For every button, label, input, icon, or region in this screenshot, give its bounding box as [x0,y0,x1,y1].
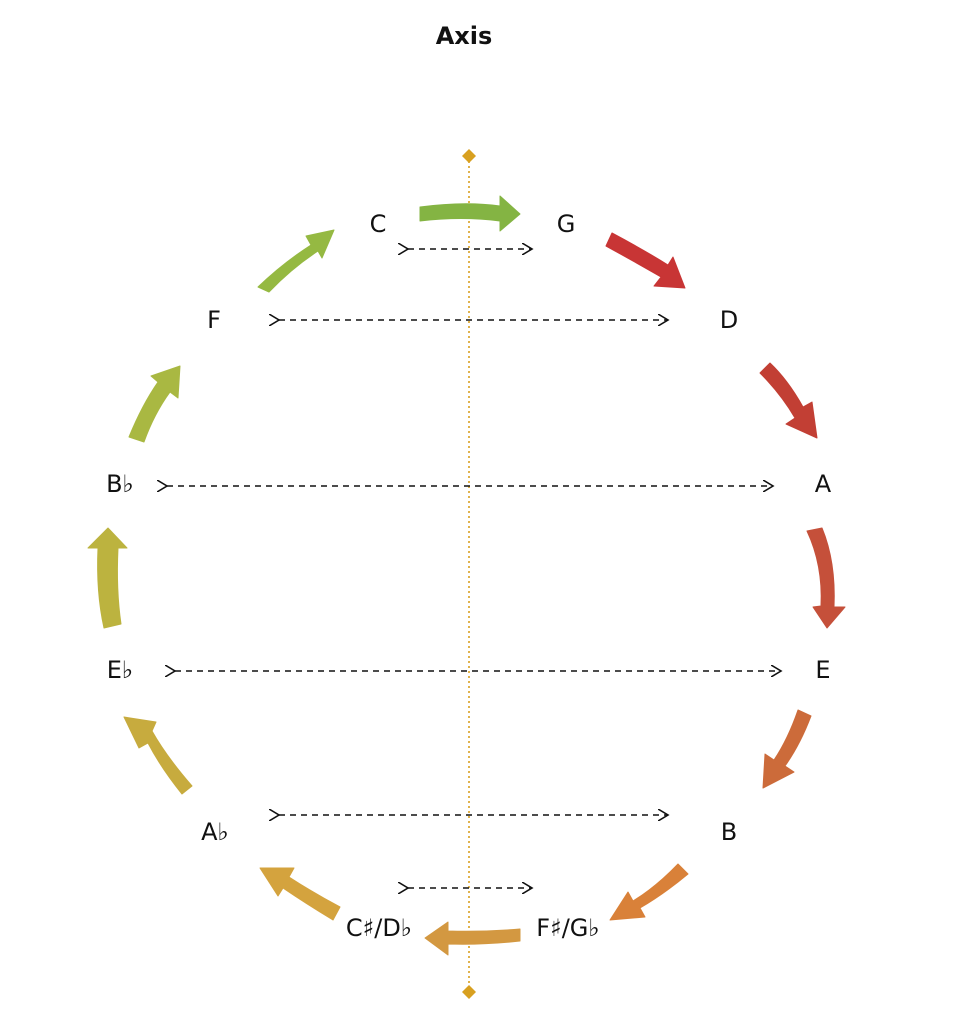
arrow-A-to-E [806,527,846,629]
arrow-B-to-Fs [609,863,689,921]
note-label-F: F [207,306,221,334]
note-label-Ab: A♭ [201,818,229,846]
note-label-C: C [370,210,387,238]
note-label-E: E [815,656,830,684]
arrow-E-to-B [762,709,812,789]
symmetry-axis [462,149,476,999]
note-labels: C G D A E B F♯/G♭ C♯/D♭ A♭ E♭ B♭ F [106,210,832,942]
note-label-Cs-Db: C♯/D♭ [346,914,412,942]
fifths-arrows [87,195,846,956]
note-label-Bb: B♭ [106,470,134,498]
arrow-Ab-to-Eb [123,716,193,795]
note-label-G: G [557,210,576,238]
arrow-G-to-D [605,232,686,289]
axis-top-diamond [462,149,476,163]
arrow-D-to-A [759,362,818,439]
arrow-Eb-to-Bb [87,527,128,629]
arrow-Fs-to-Cs [424,921,521,956]
note-label-D: D [720,306,738,334]
arrow-C-to-G [419,195,521,232]
arrow-Cs-to-Ab [259,867,341,921]
diagram-title: Axis [435,22,493,50]
note-label-A: A [815,470,832,498]
arrow-F-to-C [257,229,335,293]
pair-arrows [167,249,781,888]
note-label-Fs-Gb: F♯/G♭ [536,914,599,942]
note-label-B: B [721,818,737,846]
note-label-Eb: E♭ [107,656,133,684]
axis-bottom-diamond [462,985,476,999]
arrow-Bb-to-F [128,365,181,443]
